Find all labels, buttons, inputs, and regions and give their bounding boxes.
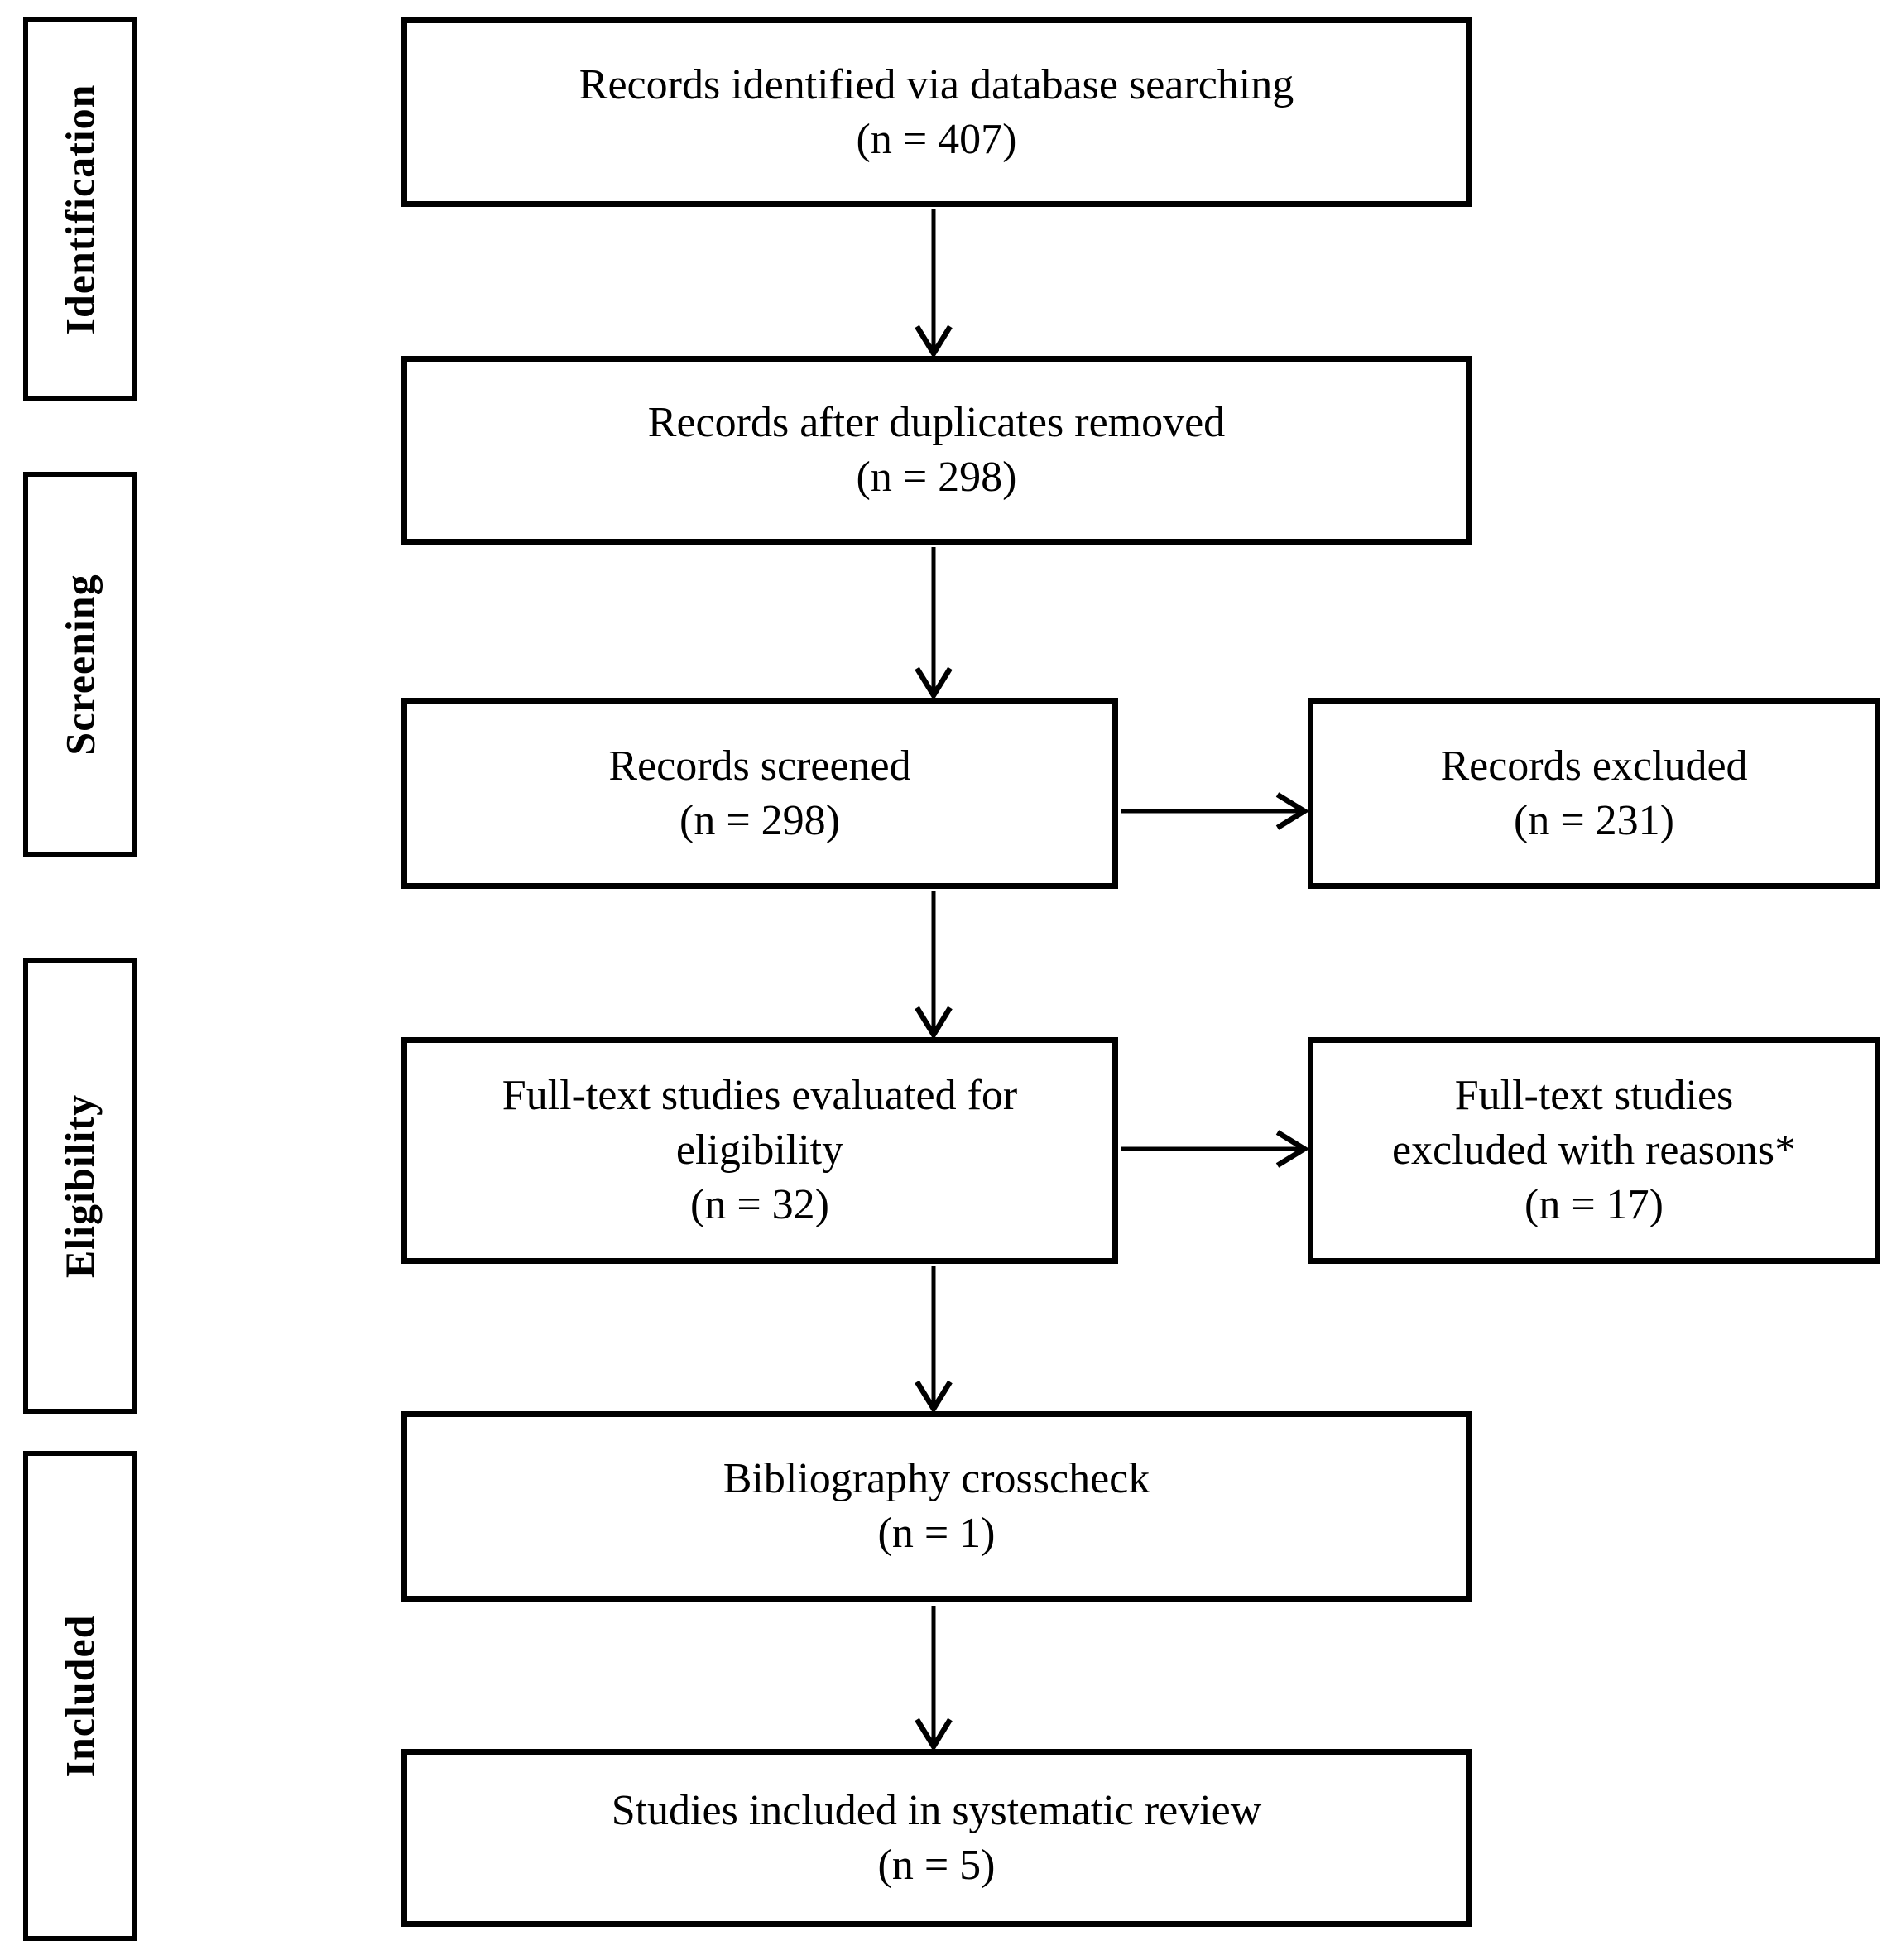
box-bibliography-crosscheck: Bibliography crosscheck (n = 1) bbox=[401, 1411, 1472, 1602]
box-text-line: Bibliography crosscheck bbox=[723, 1455, 1150, 1502]
box-text-line: Full-text studies evaluated for bbox=[502, 1072, 1018, 1119]
box-text-line: eligibility bbox=[675, 1127, 844, 1174]
stage-label-screening: Screening bbox=[56, 573, 103, 756]
stage-box-included: Included bbox=[23, 1451, 137, 1941]
box-text-line: excluded with reasons* bbox=[1391, 1127, 1797, 1174]
box-records-excluded: Records excluded (n = 231) bbox=[1308, 698, 1880, 889]
stage-box-screening: Screening bbox=[23, 472, 137, 857]
box-text-line: Records screened bbox=[608, 742, 911, 790]
box-count: (n = 298) bbox=[856, 454, 1017, 501]
stage-label-eligibility: Eligibility bbox=[56, 1093, 103, 1278]
stage-label-identification: Identification bbox=[56, 84, 103, 334]
box-text-line: Records identified via database searchin… bbox=[579, 60, 1294, 108]
box-count: (n = 407) bbox=[856, 115, 1017, 163]
box-text-line: Studies included in systematic review bbox=[611, 1786, 1262, 1834]
box-count: (n = 298) bbox=[679, 796, 840, 844]
box-count: (n = 17) bbox=[1524, 1181, 1664, 1228]
box-records-identified: Records identified via database searchin… bbox=[401, 17, 1472, 207]
box-fulltext-evaluated: Full-text studies evaluated for eligibil… bbox=[401, 1037, 1118, 1264]
box-studies-included: Studies included in systematic review (n… bbox=[401, 1749, 1472, 1927]
box-count: (n = 32) bbox=[690, 1181, 829, 1228]
box-fulltext-excluded: Full-text studies excluded with reasons*… bbox=[1308, 1037, 1880, 1264]
box-count: (n = 1) bbox=[877, 1510, 996, 1557]
stage-label-included: Included bbox=[56, 1614, 103, 1778]
box-count: (n = 231) bbox=[1514, 796, 1674, 844]
stage-box-eligibility: Eligibility bbox=[23, 958, 137, 1414]
box-text-line: Records after duplicates removed bbox=[647, 399, 1226, 446]
box-records-screened: Records screened (n = 298) bbox=[401, 698, 1118, 889]
stage-box-identification: Identification bbox=[23, 17, 137, 401]
box-count: (n = 5) bbox=[877, 1841, 996, 1889]
box-text-line: Records excluded bbox=[1440, 742, 1748, 790]
box-text-line: Full-text studies bbox=[1454, 1072, 1734, 1119]
box-duplicates-removed: Records after duplicates removed (n = 29… bbox=[401, 356, 1472, 545]
